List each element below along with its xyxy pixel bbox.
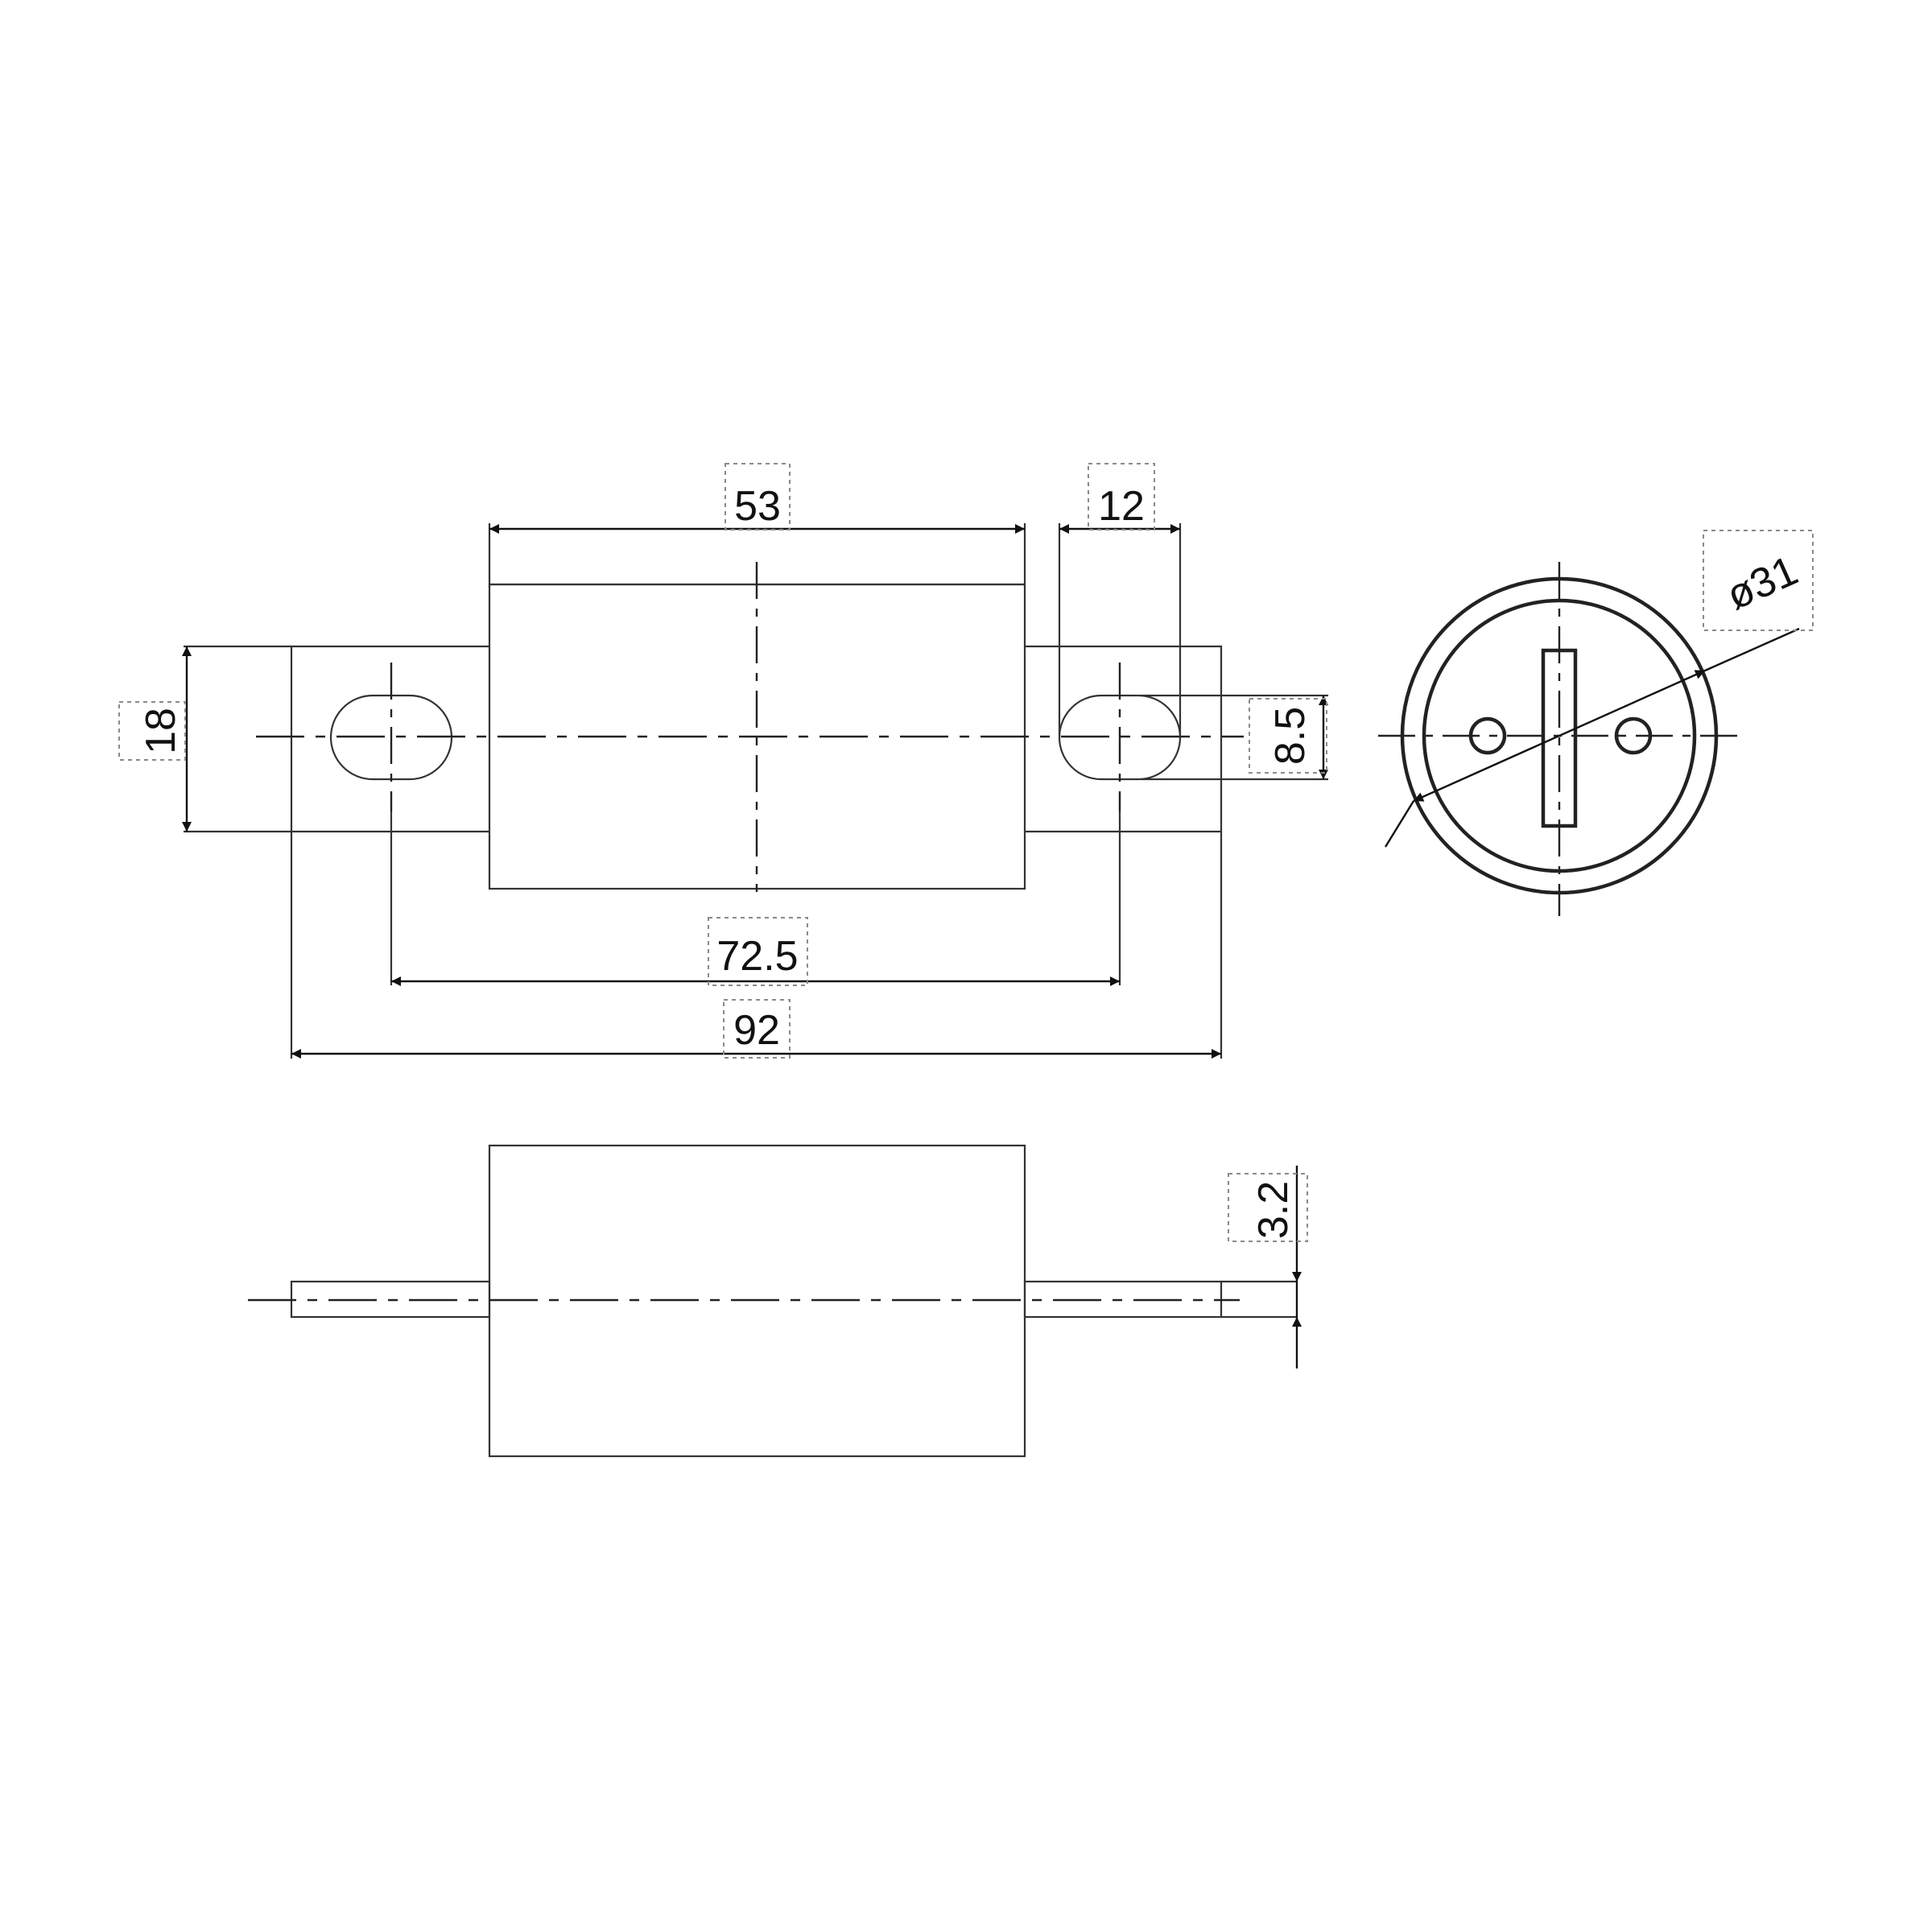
dimension-lug-thickness: 3.2 <box>1228 1166 1308 1368</box>
right-lug <box>1025 645 1223 833</box>
end-view <box>1378 562 1743 916</box>
dimension-label-8-5: 8.5 <box>1267 707 1314 765</box>
dimension-overall-length: 92 <box>290 832 1223 1059</box>
dimension-label-18: 18 <box>138 708 184 754</box>
dimension-slot-width: 12 <box>1058 463 1182 737</box>
side-view <box>248 1144 1297 1458</box>
dimension-label-72-5: 72.5 <box>716 933 798 980</box>
dimension-slot-height: 8.5 <box>1141 694 1328 781</box>
dimension-label-diameter: ø31 <box>1719 547 1804 619</box>
dimension-label-53: 53 <box>734 483 781 530</box>
side-right-lug-extension <box>1221 1280 1297 1319</box>
dimension-slot-center-distance: 72.5 <box>390 811 1121 986</box>
dimension-body-length: 53 <box>488 463 1026 588</box>
top-view <box>256 562 1244 892</box>
dimension-label-12: 12 <box>1098 483 1145 530</box>
dimension-label-3-2: 3.2 <box>1250 1181 1297 1239</box>
dimension-lug-height: 18 <box>118 645 291 833</box>
dimension-diameter: ø31 <box>1384 530 1814 848</box>
dimension-label-92: 92 <box>733 1007 780 1054</box>
